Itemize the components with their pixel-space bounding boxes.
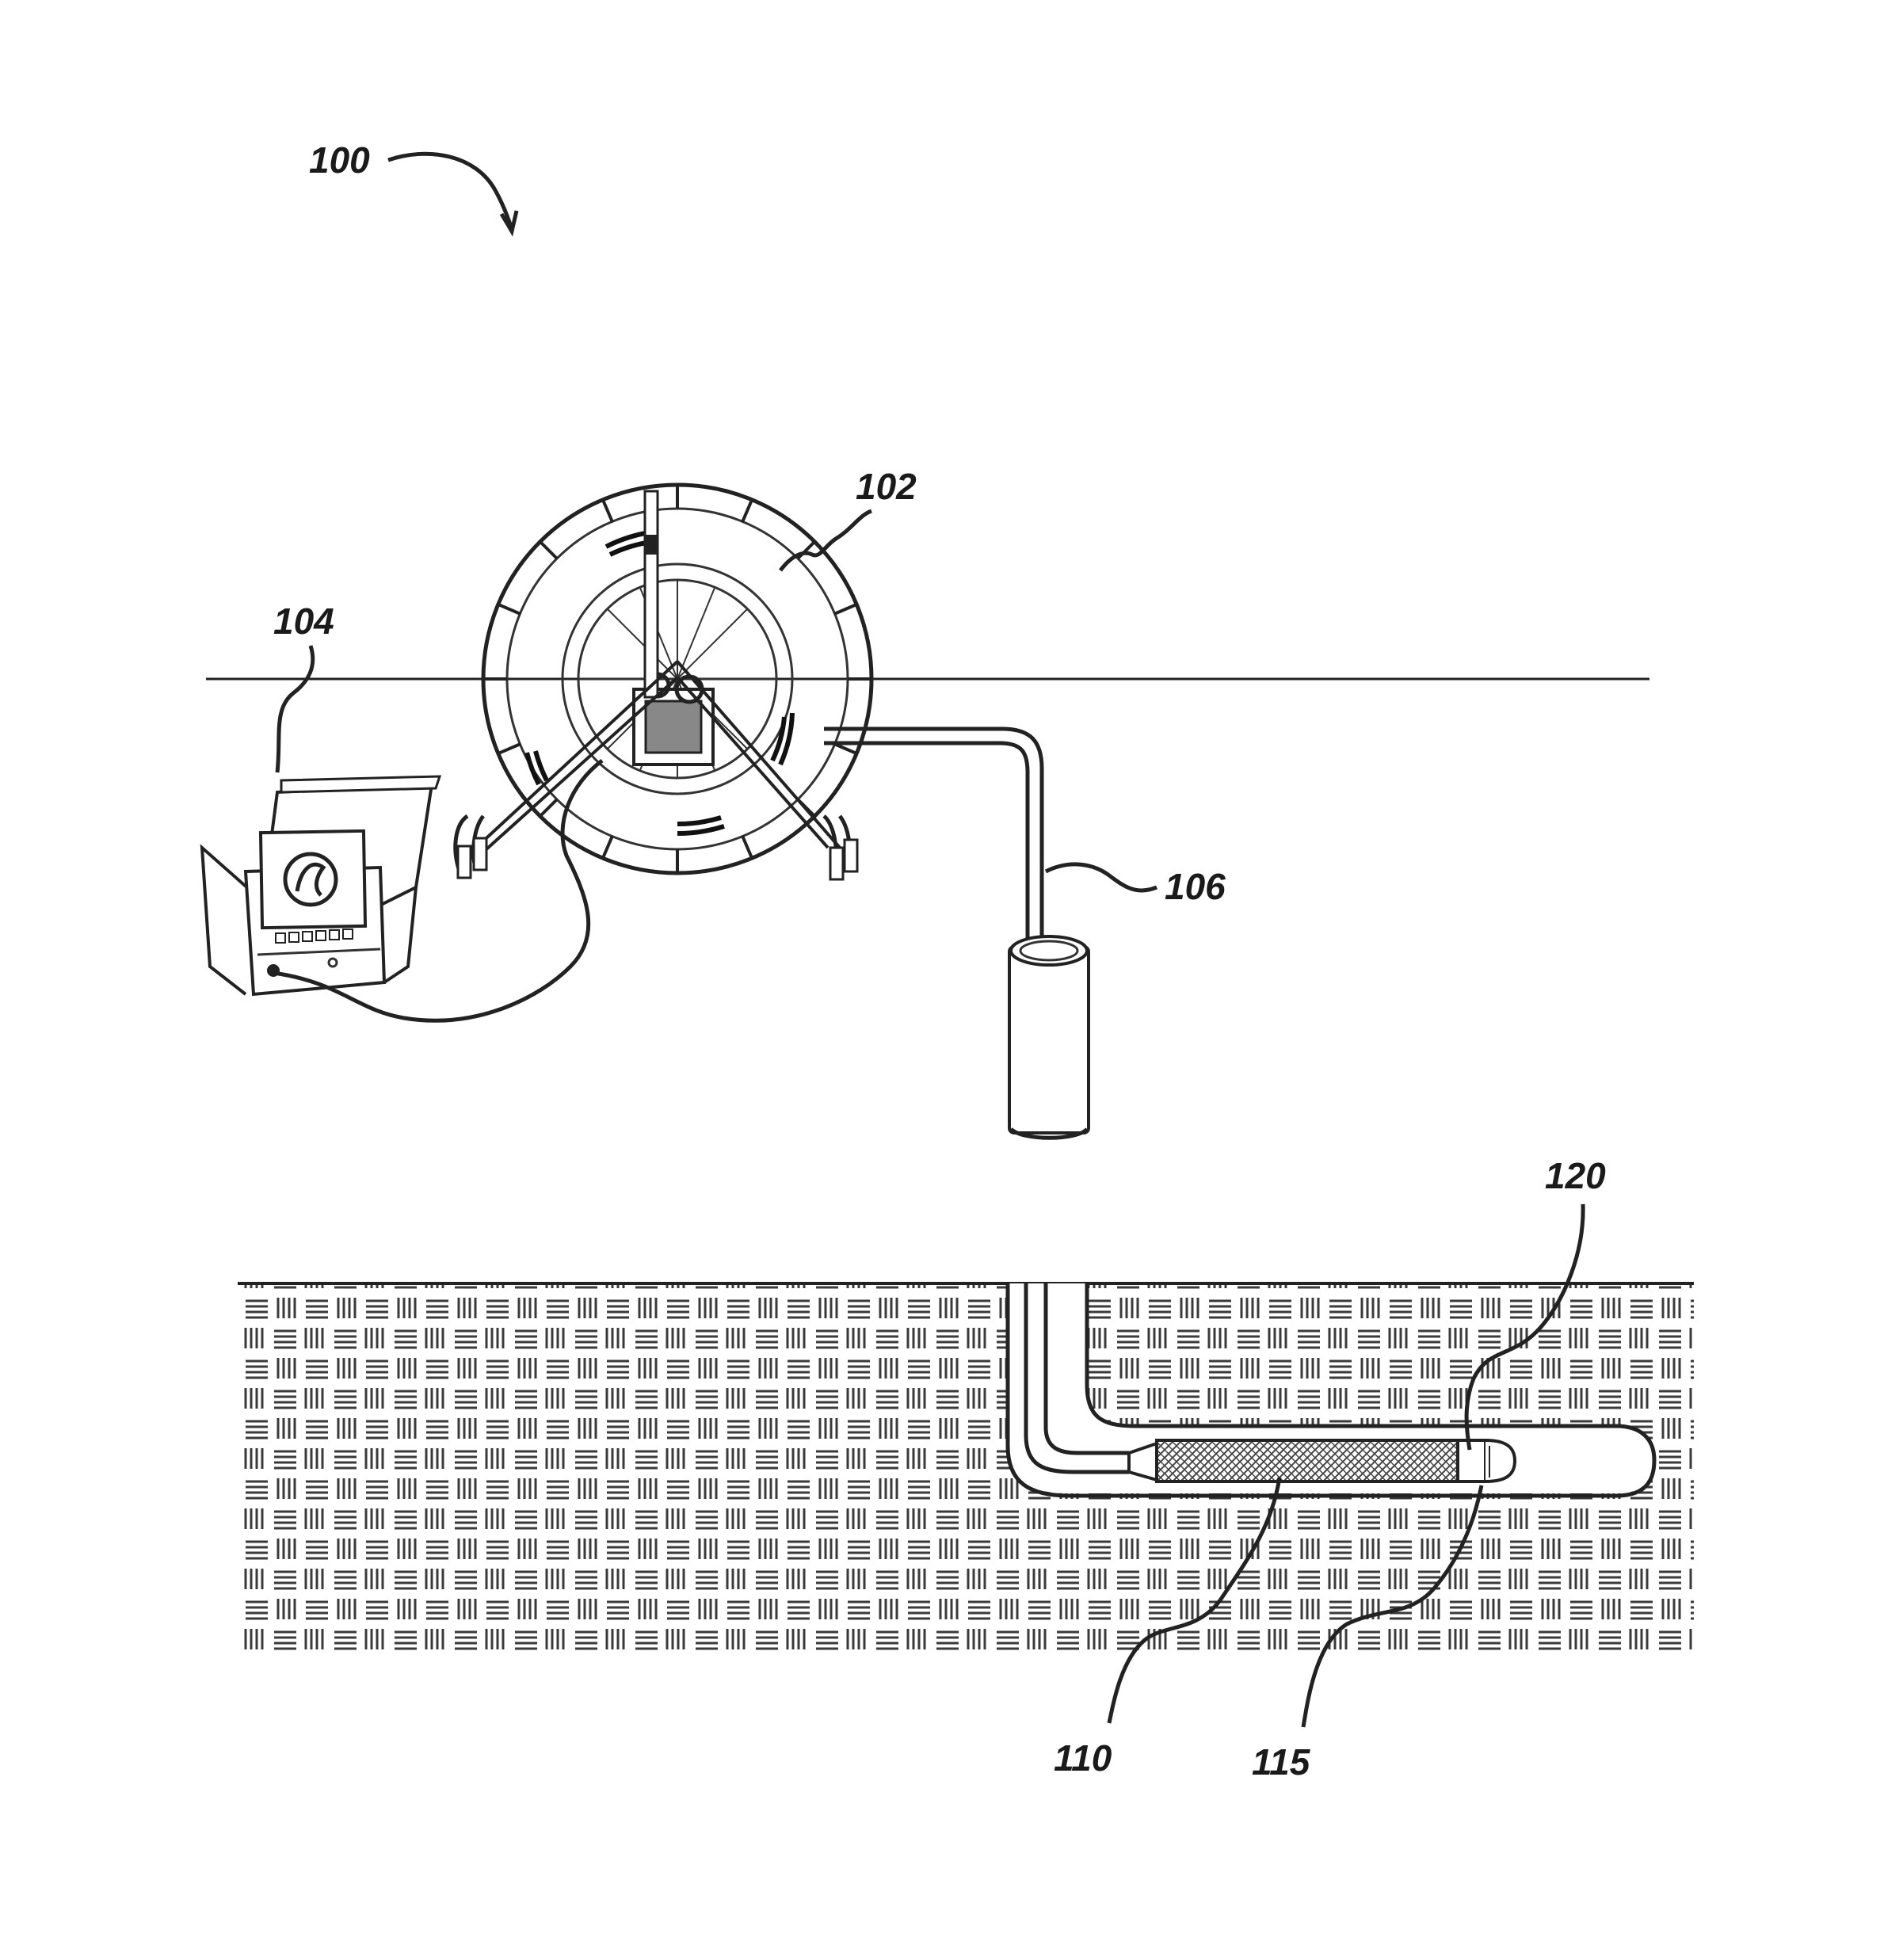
camera-control-monitor (202, 776, 440, 994)
label-110: 110 (1054, 1737, 1112, 1779)
label-100: 100 (309, 139, 370, 181)
label-102-leader (780, 511, 871, 570)
label-115: 115 (1252, 1741, 1311, 1783)
camera-head (1129, 1440, 1515, 1481)
reel-reference: 102 (780, 466, 917, 570)
label-100-arrow (388, 154, 511, 227)
cable-reference: 106 (1046, 864, 1226, 907)
label-120: 120 (1545, 1155, 1606, 1196)
label-104-leader (277, 646, 313, 772)
label-104: 104 (273, 601, 334, 642)
system-reference: 100 (309, 139, 517, 231)
label-106-leader (1046, 864, 1157, 890)
monitor-reference: 104 (273, 601, 334, 772)
label-102: 102 (856, 466, 917, 507)
camera-housing-surface (1009, 936, 1089, 1138)
label-106: 106 (1165, 866, 1226, 907)
cable-reel (456, 485, 871, 879)
